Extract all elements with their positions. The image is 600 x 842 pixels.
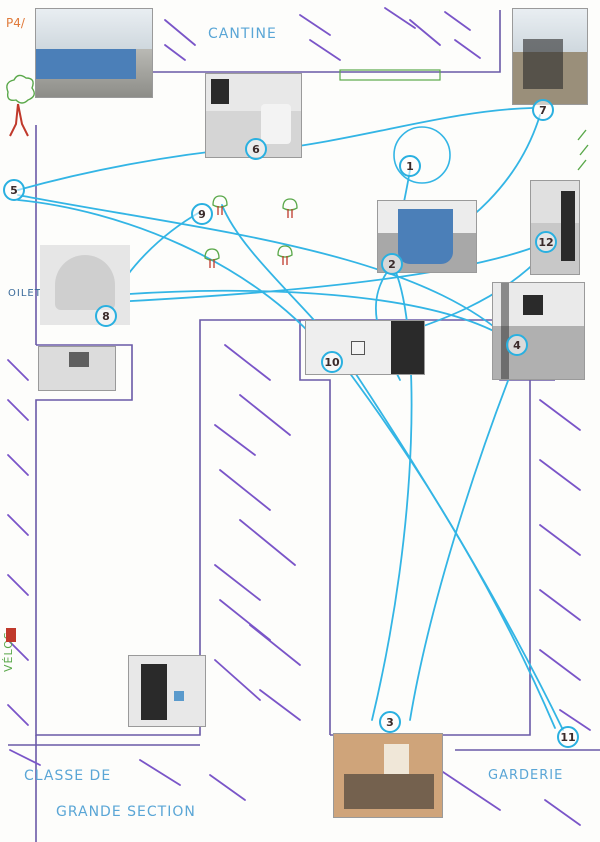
stop-3[interactable]: 3 — [379, 711, 401, 733]
hatch-line — [7, 514, 29, 536]
stop-label: 9 — [198, 207, 206, 221]
stop-2[interactable]: 2 — [381, 253, 403, 275]
hatch-line — [299, 14, 331, 36]
hatch-line — [139, 759, 181, 786]
photo-stop-3-garderie-door — [333, 733, 443, 818]
hatch-line — [444, 11, 471, 31]
hatch-line — [164, 44, 186, 61]
stop-11[interactable]: 11 — [557, 726, 579, 748]
stop-label: 10 — [324, 355, 340, 369]
hatch-line — [219, 469, 271, 511]
hatch-line — [469, 789, 501, 811]
hatch-line — [214, 564, 261, 601]
photo-stop-6 — [205, 73, 302, 158]
stop-4[interactable]: 4 — [506, 334, 528, 356]
hatch-line — [7, 704, 29, 726]
hatch-line — [454, 39, 481, 59]
stop-label: 3 — [386, 715, 394, 729]
path-8-4 — [114, 289, 511, 341]
sandpit-circle — [393, 126, 451, 184]
photo-stop-4 — [492, 282, 585, 380]
hatch-line — [239, 519, 296, 566]
stop-label: 11 — [560, 730, 576, 744]
hatch-line — [164, 19, 196, 46]
hatch-line — [539, 459, 581, 491]
page-label: P4/ — [6, 16, 25, 30]
grass-marks — [577, 129, 589, 171]
building-walls — [8, 10, 600, 842]
stop-6[interactable]: 6 — [245, 138, 267, 160]
label-garderie: GARDERIE — [488, 768, 564, 783]
hatch-line — [214, 424, 256, 456]
stop-10[interactable]: 10 — [321, 351, 343, 373]
stop-label: 5 — [10, 183, 18, 197]
hatch-line — [7, 454, 29, 476]
tree-icon — [282, 198, 298, 218]
hatch-line — [539, 399, 581, 431]
hatch-line — [559, 709, 591, 731]
hatch-line — [214, 659, 261, 701]
hatched-areas — [7, 7, 591, 826]
stop-9[interactable]: 9 — [191, 203, 213, 225]
photo-classroom-door — [128, 655, 206, 727]
tree-icon — [277, 245, 293, 265]
hatch-line — [9, 749, 41, 766]
hatch-line — [539, 649, 581, 681]
hatch-line — [7, 399, 29, 421]
path-5-4 — [17, 194, 516, 346]
hatch-line — [239, 394, 291, 436]
stop-1[interactable]: 1 — [399, 155, 421, 177]
label-classe-line2: GRANDE SECTION — [56, 804, 196, 820]
stop-label: 4 — [513, 338, 521, 352]
cantine-markings — [339, 69, 441, 81]
stop-12[interactable]: 12 — [535, 231, 557, 253]
hatch-line — [409, 19, 441, 46]
hatch-line — [7, 359, 29, 381]
hatch-line — [439, 769, 471, 791]
path-2-3 — [371, 269, 413, 721]
label-cantine: CANTINE — [208, 26, 277, 42]
label-toilettes: OILETTE — [8, 288, 57, 299]
hatch-line — [7, 639, 29, 661]
photo-stop-12 — [530, 180, 580, 275]
bike-icon — [6, 628, 16, 642]
path-9-11 — [221, 204, 564, 731]
photo-entrance-gate — [35, 8, 153, 98]
hatch-line — [309, 39, 341, 61]
trees — [204, 195, 298, 268]
photo-stop-10 — [305, 320, 425, 375]
hatch-line — [209, 774, 246, 801]
hatch-line — [539, 589, 581, 621]
tree-icon — [212, 195, 228, 215]
path-12-8 — [111, 244, 541, 303]
path-10-11 — [339, 359, 556, 729]
stop-7[interactable]: 7 — [532, 99, 554, 121]
hatch-line — [249, 624, 301, 666]
label-classe-line1: CLASSE DE — [24, 768, 112, 784]
hatch-line — [7, 574, 29, 596]
path-4-3 — [409, 349, 521, 721]
stop-label: 2 — [388, 257, 396, 271]
hatch-line — [539, 524, 581, 556]
hatch-line — [224, 344, 271, 381]
stop-label: 6 — [252, 142, 260, 156]
photo-left-room — [38, 346, 116, 391]
stop-label: 12 — [538, 235, 554, 249]
stop-label: 7 — [539, 103, 547, 117]
path-5-10 — [17, 199, 326, 351]
photo-stop-7 — [512, 8, 588, 105]
big-tree-icon — [6, 74, 35, 137]
tree-icon — [204, 248, 220, 268]
stop-5[interactable]: 5 — [3, 179, 25, 201]
route-paths — [17, 107, 564, 731]
stop-8[interactable]: 8 — [95, 305, 117, 327]
path-6-7 — [267, 107, 533, 151]
hatch-line — [384, 7, 416, 29]
stop-label: 1 — [406, 159, 414, 173]
hatch-line — [544, 799, 581, 826]
hatch-line — [259, 689, 301, 721]
stop-label: 8 — [102, 309, 110, 323]
